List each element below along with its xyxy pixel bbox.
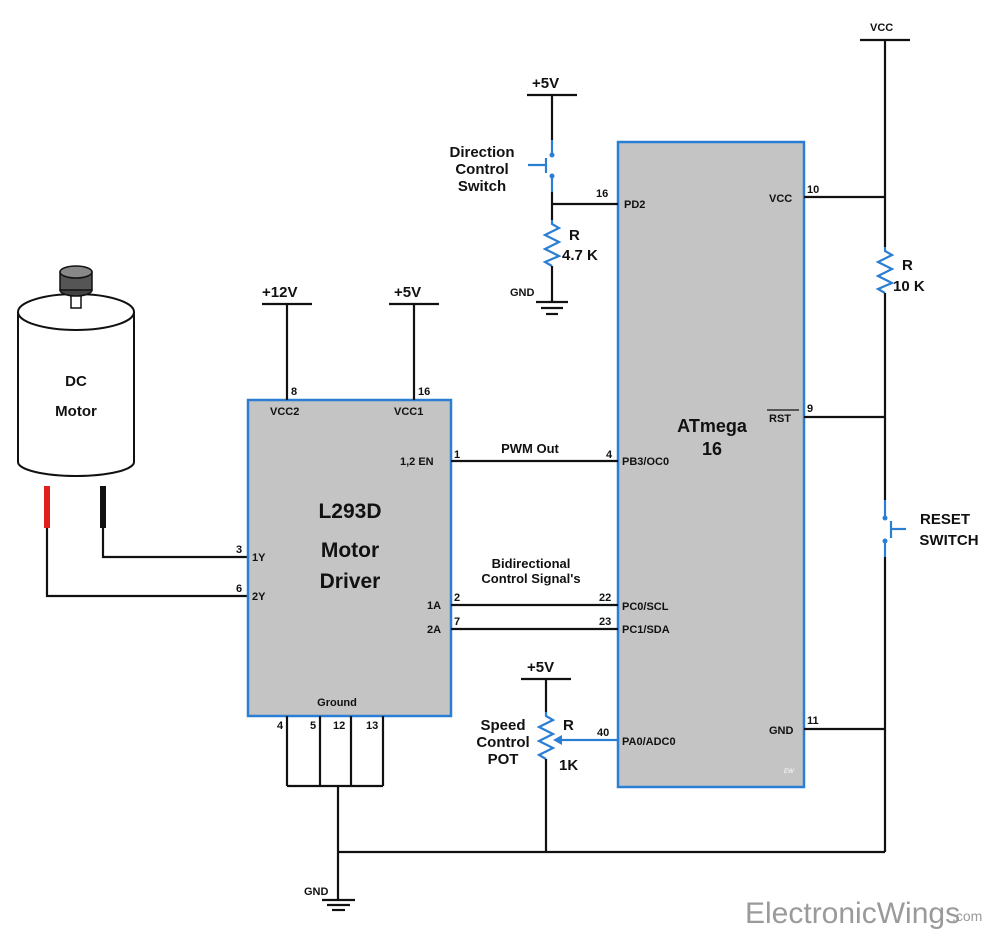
- direction-switch-circuit: +5V GND R 4.7 K Direction Control Switch: [449, 75, 618, 316]
- driver-pin-num-12: 12: [333, 720, 345, 732]
- driver-ground-label: Ground: [317, 697, 357, 709]
- mcu-pin-rst-label: RST: [769, 413, 791, 425]
- driver-pin-1a-label: 1A: [427, 600, 441, 612]
- supply-5v-pot-label: +5V: [527, 659, 554, 676]
- driver-pin-num-vcc1: 16: [418, 386, 430, 398]
- driver-pin-num-2y: 6: [236, 583, 242, 595]
- gnd-dir-label: GND: [510, 287, 535, 299]
- watermark-brand: ElectronicWings: [745, 897, 960, 930]
- wire-motor-2y: [45, 528, 248, 598]
- bidir-label-1: Bidirectional: [492, 556, 571, 571]
- mcu-pin-num-gnd: 11: [807, 715, 819, 727]
- mcu-pin-num-vcc: 10: [807, 184, 819, 196]
- driver-pin-num-1y: 3: [236, 544, 242, 556]
- pot-name: R: [563, 717, 574, 734]
- supply-12v: +12V: [262, 284, 312, 400]
- mcu-title-1: ATmega: [677, 416, 748, 436]
- driver-pin-num-vcc2: 8: [291, 386, 297, 398]
- reset-circuit: VCC R 10 K RESET SWITCH: [804, 22, 979, 852]
- supply-5v-driver-label: +5V: [394, 284, 421, 301]
- direction-switch-label-2: Control: [455, 161, 508, 178]
- dc-motor: DC Motor: [17, 265, 135, 528]
- mcu-pin-vcc-label: VCC: [769, 193, 792, 205]
- driver-pin-1y-label: 1Y: [252, 552, 266, 564]
- mcu-pin-num-pc1: 23: [599, 616, 611, 628]
- mcu-pin-pc1-label: PC1/SDA: [622, 624, 670, 636]
- driver-title-1: L293D: [318, 500, 381, 523]
- driver-ground-wiring: [285, 716, 385, 900]
- pot-label-1: Speed: [480, 717, 525, 734]
- r-dir-name: R: [569, 227, 580, 244]
- driver-pin-2y-label: 2Y: [252, 591, 266, 603]
- mcu-corner-mark: EW: [784, 769, 795, 775]
- driver-pin-2a-label: 2A: [427, 624, 441, 636]
- motor-label-line1: DC: [65, 373, 87, 390]
- mcu-pin-pc0-label: PC0/SCL: [622, 601, 669, 613]
- pot-value: 1K: [559, 757, 578, 774]
- driver-pin-num-13: 13: [366, 720, 378, 732]
- ground-main-label: GND: [304, 886, 329, 898]
- mcu-pin-pb3-label: PB3/OC0: [622, 456, 669, 468]
- mcu-pin-gnd-label: GND: [769, 725, 794, 737]
- watermark-suffix: .com: [952, 908, 982, 924]
- reset-switch-label-1: RESET: [920, 511, 970, 528]
- driver-pin-en-label: 1,2 EN: [400, 456, 434, 468]
- pwm-label: PWM Out: [501, 441, 559, 456]
- ground-symbol-main: GND: [304, 886, 355, 912]
- reset-switch-label-2: SWITCH: [919, 532, 978, 549]
- r-reset-name: R: [902, 257, 913, 274]
- driver-pin-num-en: 1: [454, 449, 460, 461]
- driver-pin-num-4: 4: [277, 720, 284, 732]
- driver-pin-num-5: 5: [310, 720, 316, 732]
- vcc-top-label: VCC: [870, 22, 893, 34]
- mcu-pin-num-pb3: 4: [606, 449, 613, 461]
- direction-switch-label-3: Switch: [458, 178, 506, 195]
- mcu-pin-num-pd2: 16: [596, 188, 608, 200]
- r-reset-value: 10 K: [893, 278, 925, 295]
- bidir-label-2: Control Signal's: [481, 571, 580, 586]
- mcu-pin-num-pa0: 40: [597, 727, 609, 739]
- speed-pot-circuit: +5V R 1K Speed Control POT: [476, 659, 618, 852]
- l293d-driver: L293D Motor Driver VCC2 VCC1 1,2 EN 1Y 2…: [236, 386, 460, 732]
- mcu-pin-num-pc0: 22: [599, 592, 611, 604]
- mcu-pin-num-rst: 9: [807, 403, 813, 415]
- supply-5v-dir-label: +5V: [532, 75, 559, 92]
- driver-pin-num-1a: 2: [454, 592, 460, 604]
- driver-pin-vcc1-label: VCC1: [394, 406, 423, 418]
- direction-switch-label-1: Direction: [449, 144, 514, 161]
- driver-pin-num-2a: 7: [454, 616, 460, 628]
- driver-title-3: Driver: [320, 570, 381, 593]
- wire-motor-1y: [101, 528, 248, 559]
- motor-label-line2: Motor: [55, 403, 97, 420]
- supply-5v-driver: +5V: [389, 284, 439, 400]
- atmega16-mcu: ATmega 16 PD2 PB3/OC0 PC0/SCL PC1/SDA PA…: [596, 140, 819, 789]
- mcu-pin-pa0-label: PA0/ADC0: [622, 736, 676, 748]
- pot-label-2: Control: [476, 734, 529, 751]
- r-dir-value: 4.7 K: [562, 247, 598, 264]
- supply-12v-label: +12V: [262, 284, 297, 301]
- mcu-title-2: 16: [702, 439, 722, 459]
- driver-pin-vcc2-label: VCC2: [270, 406, 299, 418]
- mcu-pin-pd2-label: PD2: [624, 199, 645, 211]
- pot-label-3: POT: [488, 751, 519, 768]
- driver-title-2: Motor: [321, 539, 379, 562]
